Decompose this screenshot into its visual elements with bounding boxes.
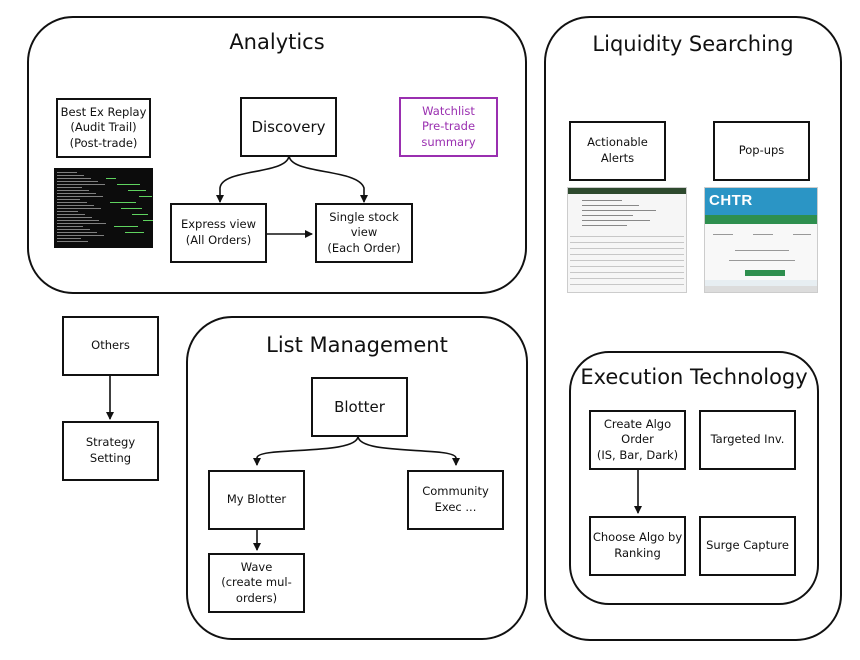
blotter-to-myblotter-arrow (253, 435, 359, 466)
execution-technology-group (569, 351, 819, 605)
blotter-to-community-arrow (357, 435, 460, 466)
analytics-group (27, 16, 527, 294)
express-view-box: Express view (All Orders) (170, 203, 267, 263)
community-exec-box: Community Exec ... (407, 470, 504, 530)
liquidity-searching-group (544, 16, 842, 641)
audit-trail-terminal-thumbnail (54, 168, 153, 248)
list-management-title: List Management (266, 333, 448, 357)
surge-capture-box: Surge Capture (699, 516, 796, 576)
popups-box: Pop-ups (713, 121, 810, 181)
others-box: Others (62, 316, 159, 376)
analytics-title: Analytics (229, 30, 325, 54)
execution-technology-title: Execution Technology (580, 365, 808, 389)
single-stock-view-box: Single stock view (Each Order) (315, 203, 413, 263)
discovery-box: Discovery (240, 97, 337, 157)
targeted-inv-box: Targeted Inv. (699, 410, 796, 470)
actionable-alerts-box: Actionable Alerts (569, 121, 666, 181)
choose-algo-box: Choose Algo by Ranking (589, 516, 686, 576)
list-management-group (186, 316, 528, 640)
strategy-setting-box: Strategy Setting (62, 421, 159, 481)
blotter-box: Blotter (311, 377, 408, 437)
discovery-to-express-arrow (216, 154, 290, 203)
popup-ticker: CHTR (709, 192, 753, 209)
create-algo-order-box: Create Algo Order (IS, Bar, Dark) (589, 410, 686, 470)
popup-thumbnail: CHTR (704, 187, 818, 293)
wave-box: Wave (create mul-orders) (208, 553, 305, 613)
watchlist-box: Watchlist Pre-trade summary (399, 97, 498, 157)
discovery-to-single-arrow (288, 154, 368, 203)
liquidity-searching-title: Liquidity Searching (592, 32, 794, 56)
best-ex-replay-box: Best Ex Replay (Audit Trail) (Post-trade… (56, 98, 151, 158)
actionable-alerts-thumbnail (567, 187, 687, 293)
my-blotter-box: My Blotter (208, 470, 305, 530)
